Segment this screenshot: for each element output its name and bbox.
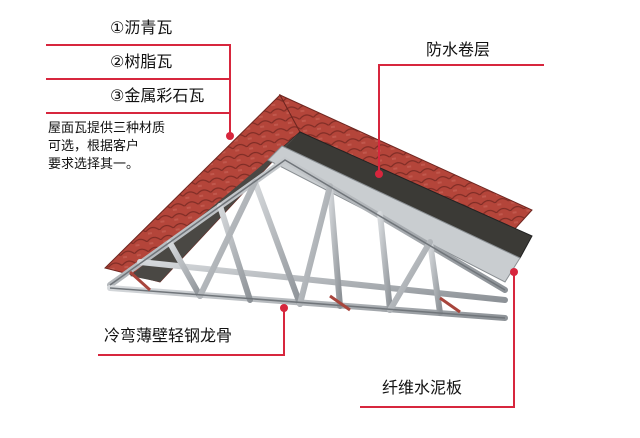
leader-line-3 (46, 112, 230, 114)
leader-line-board-vertical (513, 272, 515, 408)
leader-line-steel-vertical (283, 308, 285, 356)
leader-line-2 (46, 78, 230, 80)
leader-line-waterproof-vertical (378, 64, 380, 174)
marker-waterproof (375, 170, 383, 178)
leader-line-tiles-vertical (229, 44, 231, 136)
label-resin-tile: ②树脂瓦 (110, 52, 173, 71)
tile-note: 屋面瓦提供三种材质 可选，根据客户 要求选择其一。 (48, 121, 166, 172)
label-asphalt-tile: ①沥青瓦 (110, 18, 173, 37)
leader-line-board (360, 406, 515, 408)
red-battens (128, 270, 461, 314)
label-cement-board: 纤维水泥板 (382, 378, 463, 397)
marker-tiles (226, 132, 234, 140)
leader-line-waterproof (378, 64, 544, 66)
leader-line-steel (98, 354, 285, 356)
label-waterproof: 防水卷层 (426, 40, 491, 59)
label-metal-tile: ③金属彩石瓦 (110, 86, 205, 105)
cement-board (267, 145, 521, 283)
steel-truss-detail (109, 159, 506, 319)
leader-line-1 (46, 44, 230, 46)
label-steel-frame: 冷弯薄壁轻钢龙骨 (104, 326, 233, 345)
